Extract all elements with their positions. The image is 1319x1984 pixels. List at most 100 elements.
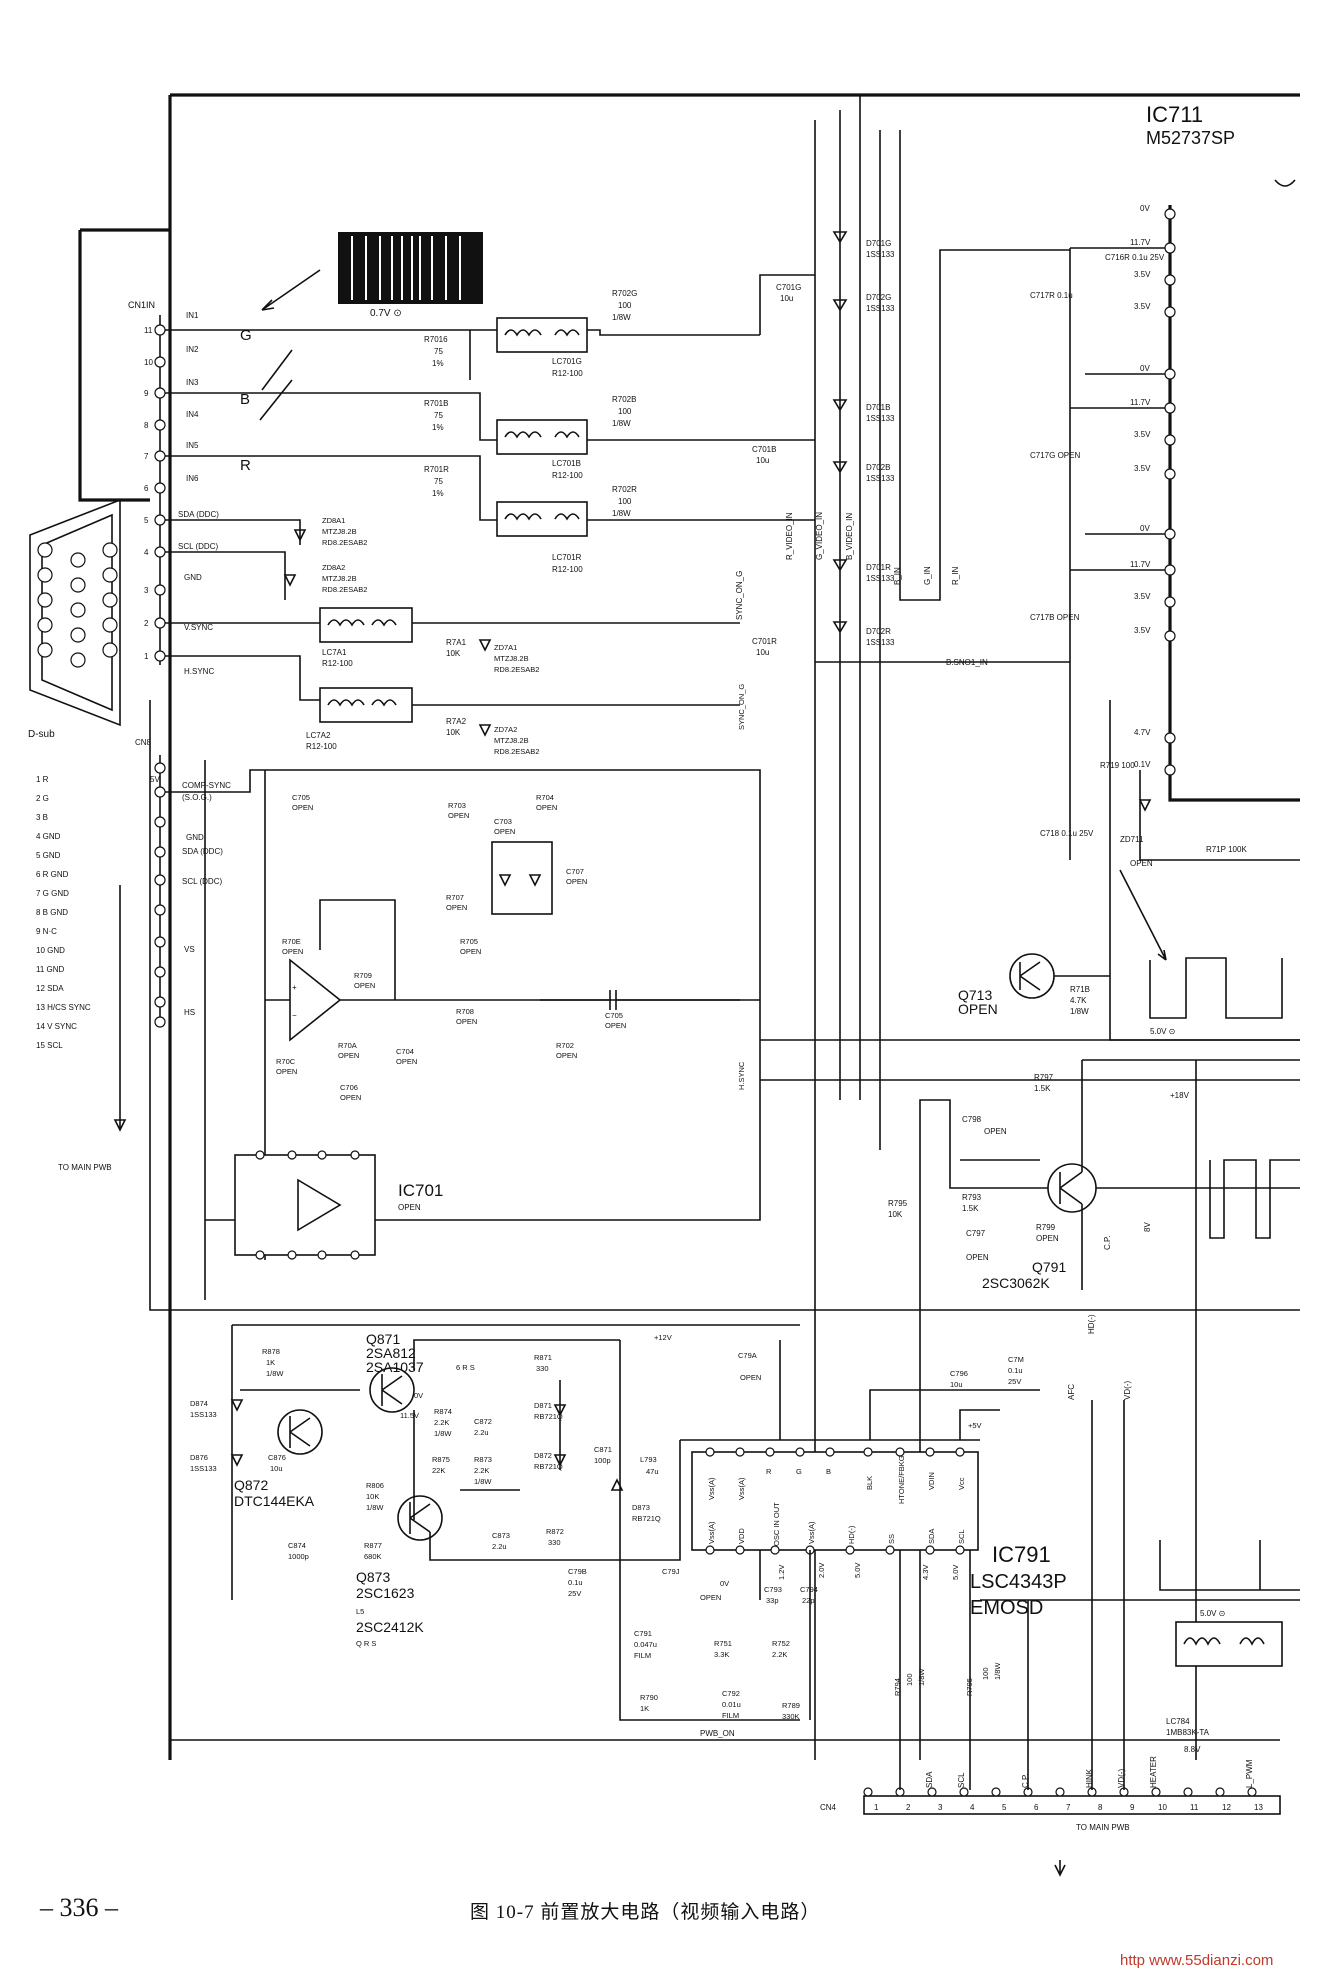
c703-label: C703 xyxy=(494,817,512,826)
r70a-status: OPEN xyxy=(338,1051,359,1060)
ic791-top-pin-7: HTONE/FBKG xyxy=(897,1455,906,1504)
ic791-bottom-pin-2: VDD xyxy=(737,1528,746,1544)
dsub-pin-1: 1 R xyxy=(36,775,49,784)
r872-value: 330 xyxy=(548,1538,561,1547)
d874-label: D874 xyxy=(190,1399,208,1408)
c792-type: FILM xyxy=(722,1711,739,1720)
r701g-label: R7016 xyxy=(424,335,448,344)
r702r-watt: 1/8W xyxy=(612,509,631,518)
c792-value: 0.01u xyxy=(722,1700,741,1709)
r797-label: R797 xyxy=(1034,1073,1054,1082)
dsub-pin-7: 7 G GND xyxy=(36,889,69,898)
c874-value: 1000p xyxy=(288,1552,309,1561)
q791-8v-label: 8V xyxy=(1143,1222,1152,1232)
r70e-label: R70E xyxy=(282,937,301,946)
l793-value: 47u xyxy=(646,1467,659,1476)
r701b-tolerance: 1% xyxy=(432,423,444,432)
cn1-pin-label-4: IN4 xyxy=(186,410,199,419)
c701r-value: 10u xyxy=(756,648,769,657)
c707-label: C707 xyxy=(566,867,584,876)
lc701b-value: R12-100 xyxy=(552,471,583,480)
ic791-top-pin-2: Vss(A) xyxy=(737,1477,746,1500)
r752-value: 2.2K xyxy=(772,1650,787,1659)
d876-part: 1SS133 xyxy=(190,1464,217,1473)
r702r-label: R702R xyxy=(612,485,637,494)
cn4-pin-1: 1 xyxy=(874,1803,879,1812)
ic791-func: EMOSD xyxy=(970,1597,1043,1619)
ic791-bottom-pin-7: SDA xyxy=(927,1529,936,1544)
h-sync-label: H.SYNC xyxy=(737,1061,746,1090)
cn1-pin-num-11: 1 xyxy=(144,652,149,661)
q713-name: Q713 xyxy=(958,987,992,1003)
c79a-label: C79A xyxy=(738,1351,757,1360)
ic701-status: OPEN xyxy=(398,1203,421,1212)
ic791-part: LSC4343P xyxy=(970,1571,1067,1593)
cn4-pin-12: 12 xyxy=(1222,1803,1231,1812)
c7m-value: 0.1u xyxy=(1008,1366,1023,1375)
r708-label: R708 xyxy=(456,1007,474,1016)
cn1-pin-num-5: 7 xyxy=(144,452,149,461)
ic791-top-pin-6: BLK xyxy=(865,1476,874,1490)
lc784-label: LC784 xyxy=(1166,1717,1190,1726)
ic711-pin-v14: 0.1V xyxy=(1134,760,1151,769)
input-network: R7016 75 1% LC701G R12-100 R702G 100 1/8… xyxy=(424,289,760,574)
cn8-vs: VS xyxy=(184,945,195,954)
ic791-top-pin-9: Vcc xyxy=(957,1477,966,1490)
c876-value: 10u xyxy=(270,1464,283,1473)
watermark: http www.55dianzi.com xyxy=(1120,1952,1274,1969)
zd8a2-part: MTZJ8.2B xyxy=(322,574,357,583)
r701r-tolerance: 1% xyxy=(432,489,444,498)
q713-status: OPEN xyxy=(958,1001,998,1017)
connector-cn4: CN4 1 2 3 4 5 6 7 8 9 10 11 12 13 SDA SC… xyxy=(700,1400,1283,1877)
q873-part: 2SC1623 xyxy=(356,1585,415,1601)
r872-label: R872 xyxy=(546,1527,564,1536)
r751-label: R751 xyxy=(714,1639,732,1648)
d702g-label: D702G xyxy=(866,293,891,302)
c873-label: C873 xyxy=(492,1531,510,1540)
r874-value: 2.2K xyxy=(434,1418,449,1427)
input-network-b: R701B 75 1% LC701B R12-100 R702B 100 1/8… xyxy=(424,392,760,480)
cn1-pin-label-2: IN2 xyxy=(186,345,199,354)
ic701-name: IC701 xyxy=(398,1181,443,1200)
r795-watt: 1/8W xyxy=(993,1662,1002,1680)
c705-status: OPEN xyxy=(292,803,313,812)
cn1-pin-label-5: IN5 xyxy=(186,441,199,450)
d701r-label: D701R xyxy=(866,563,891,572)
r878-label: R878 xyxy=(262,1347,280,1356)
r806-label: R806 xyxy=(366,1481,384,1490)
r702b-value: 100 xyxy=(618,407,632,416)
cn8-name: CN8 xyxy=(135,738,152,747)
cn1-pin-num-8: 4 xyxy=(144,548,149,557)
d702r-label: D702R xyxy=(866,627,891,636)
cn4-lpwm: L_PWM xyxy=(1245,1759,1254,1788)
r705-label: R705 xyxy=(460,937,478,946)
r702g-watt: 1/8W xyxy=(612,313,631,322)
cn4-to-main: TO MAIN PWB xyxy=(1076,1823,1130,1832)
cn8-scl: SCL (DDC) xyxy=(182,877,222,886)
r704-status: OPEN xyxy=(536,803,557,812)
r703-label: R703 xyxy=(448,801,466,810)
cn4-sda: SDA xyxy=(925,1771,934,1788)
ic711-pin-v10: 11.7V xyxy=(1130,560,1151,569)
svg-text:+: + xyxy=(292,983,297,992)
r7a2-value: 10K xyxy=(446,728,461,737)
q872-part: DTC144EKA xyxy=(234,1493,315,1509)
q873-grade: Q R S xyxy=(356,1639,376,1648)
q791: Q791 2SC3062K R797 1.5K C798 OPEN R793 1… xyxy=(760,1039,1300,1760)
ic791-bottom-pin-6: SS xyxy=(887,1534,896,1544)
zd711-label: ZD711 xyxy=(1120,835,1144,844)
c873-value: 2.2u xyxy=(492,1542,507,1551)
dsub-pin-8: 8 B GND xyxy=(36,908,68,917)
r873-watt: 1/8W xyxy=(474,1477,492,1486)
ic711-pin-v6: 11.7V xyxy=(1130,398,1151,407)
dsub-title: D-sub xyxy=(28,729,55,740)
c718-label: C718 0.1u 25V xyxy=(1040,829,1094,838)
lc7a2-label: LC7A2 xyxy=(306,731,331,740)
r702g-label: R702G xyxy=(612,289,637,298)
ic711-part: M52737SP xyxy=(1146,128,1235,148)
lc701r-value: R12-100 xyxy=(552,565,583,574)
c871-value: 100p xyxy=(594,1456,611,1465)
ic791-bottom-pin-8: SCL xyxy=(957,1529,966,1544)
cn4-name: CN4 xyxy=(820,1803,837,1812)
hd-label: HD(-) xyxy=(1087,1314,1096,1334)
